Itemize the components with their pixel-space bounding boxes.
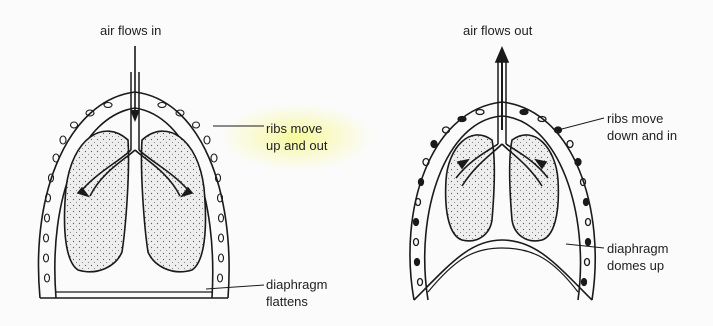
inhale-chest-diagram (38, 46, 264, 298)
inhale-right-lung (141, 131, 205, 272)
inhale-diaphragm-leader (206, 285, 264, 289)
exhale-diaphragm-leader (566, 244, 604, 248)
exhale-ribcage-outer (410, 102, 595, 300)
inhale-diaphragm-label: diaphragm flattens (266, 276, 327, 310)
exhale-ribs-label: ribs move down and in (607, 110, 677, 144)
exhale-diaphragm-label: diaphragm domes up (607, 240, 668, 274)
exhale-rib-sections (414, 110, 591, 286)
inhale-left-lung (65, 131, 129, 272)
exhale-chest-diagram (410, 48, 604, 300)
exhale-diaphragm (414, 240, 592, 300)
inhale-ribs-label: ribs move up and out (266, 120, 327, 154)
exhale-airflow-label: air flows out (463, 22, 532, 39)
exhale-ribs-leader (558, 118, 604, 130)
inhale-airflow-label: air flows in (100, 22, 161, 39)
